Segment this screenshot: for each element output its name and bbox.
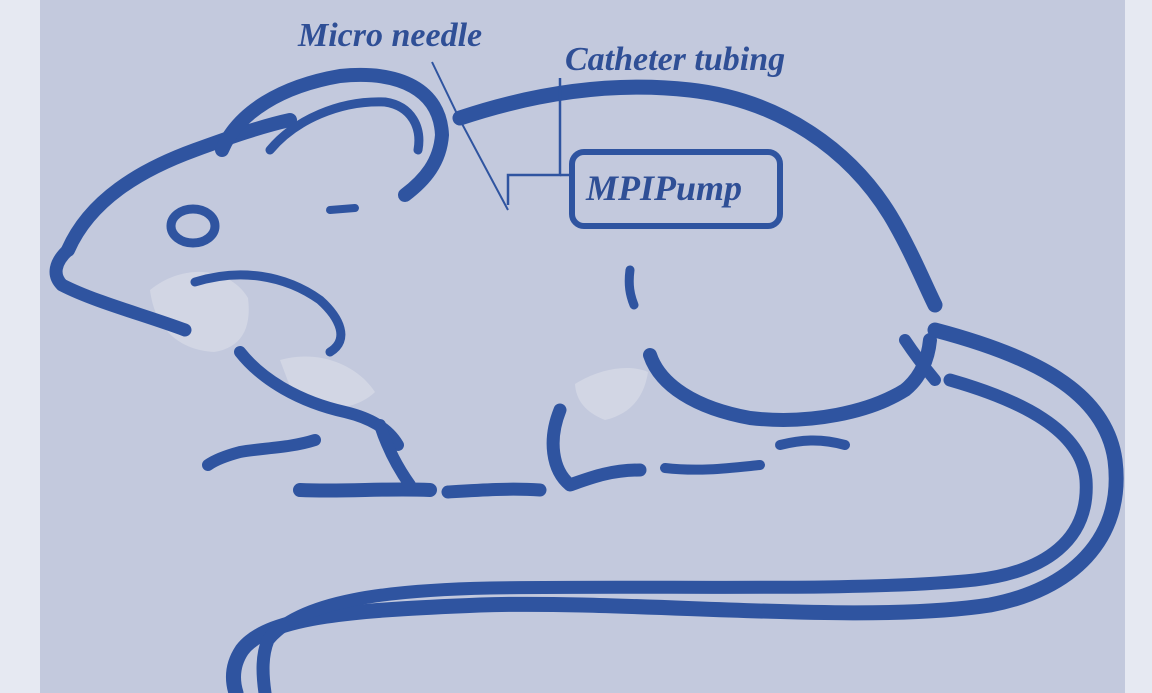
belly-outline [553,410,640,485]
micro-needle-label: Micro needle [297,17,482,54]
pump-label: MPIPump [585,168,742,208]
body-shading [150,272,648,420]
front-leg [208,440,315,465]
hind-leg [650,340,930,420]
eye [171,209,215,243]
ear-inner [270,102,419,150]
hind-foot [665,465,760,470]
head-outline [68,120,290,250]
catheter-tubing-label: Catheter tubing [565,41,785,78]
